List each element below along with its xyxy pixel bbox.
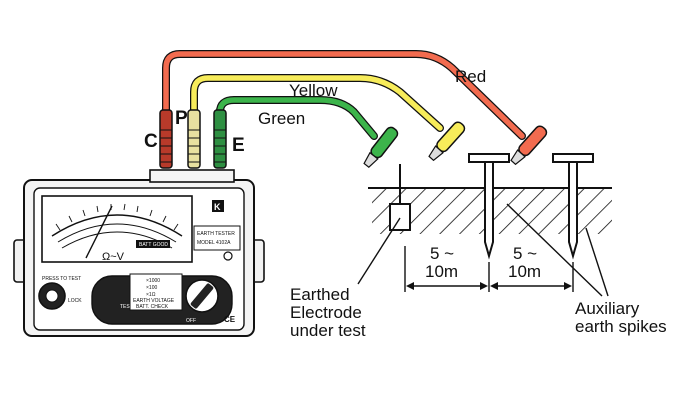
earth-tester-instrument: BATT GOOD Ω~V EARTH TESTER MODEL 4102A K… — [13, 169, 265, 337]
electrode-label-line-1: Earthed — [290, 285, 350, 304]
model-line-1: EARTH TESTER — [197, 231, 235, 237]
terminal-c[interactable] — [159, 109, 173, 169]
terminal-p[interactable] — [187, 109, 201, 169]
spikes-label-line-1: Auxiliary — [575, 299, 640, 318]
brand-logo-text: K — [214, 202, 221, 212]
off-label: OFF — [186, 318, 196, 324]
meter-needle — [85, 205, 113, 259]
range-x1000: ×1000 — [146, 278, 160, 284]
earth-voltage-label: EARTH VOLTAGE — [133, 298, 175, 304]
range-x1: ×1Ω — [146, 292, 156, 298]
batt-check-label: BATT. CHECK — [136, 304, 169, 310]
green-wire-label: Green — [258, 109, 305, 128]
press-to-test-label: PRESS TO TEST — [42, 276, 81, 282]
press-to-test-button[interactable] — [38, 282, 66, 310]
distance-2-bottom: 10m — [508, 262, 541, 281]
terminal-c-label: C — [144, 131, 158, 152]
electrode-label-line-2: Electrode — [290, 303, 362, 322]
brand-logo-icon — [212, 200, 224, 212]
analog-meter: BATT GOOD Ω~V — [41, 195, 193, 263]
auxiliary-spike-c — [552, 153, 594, 260]
range-x100: ×100 — [146, 285, 157, 291]
batt-good-band: BATT GOOD — [139, 242, 168, 248]
terminal-e[interactable] — [213, 109, 227, 169]
red-clip — [510, 125, 548, 166]
distance-dimension — [404, 246, 574, 292]
distance-2-top: 5 ~ — [513, 244, 537, 263]
distance-1-top: 5 ~ — [430, 244, 454, 263]
terminal-p-label: P — [175, 108, 188, 129]
zero-adjust-icon[interactable] — [223, 251, 233, 261]
spikes-label-line-2: earth spikes — [575, 317, 667, 336]
auxiliary-spike-p — [468, 153, 510, 260]
earthed-electrode — [389, 164, 411, 231]
red-wire-label: Red — [455, 67, 486, 86]
function-rotary-switch[interactable] — [185, 279, 219, 313]
green-clip — [363, 126, 399, 168]
ce-mark: CE — [224, 315, 236, 324]
distance-1-bottom: 10m — [425, 262, 458, 281]
electrode-label-line-3: under test — [290, 321, 366, 340]
lock-label: LOCK — [68, 298, 82, 304]
model-line-2: MODEL 4102A — [197, 240, 231, 246]
terminal-e-label: E — [232, 135, 245, 156]
yellow-wire-label: Yellow — [289, 81, 338, 100]
leader-lines — [357, 203, 609, 297]
yellow-clip — [428, 121, 466, 162]
unit-symbol: Ω~V — [102, 251, 125, 263]
